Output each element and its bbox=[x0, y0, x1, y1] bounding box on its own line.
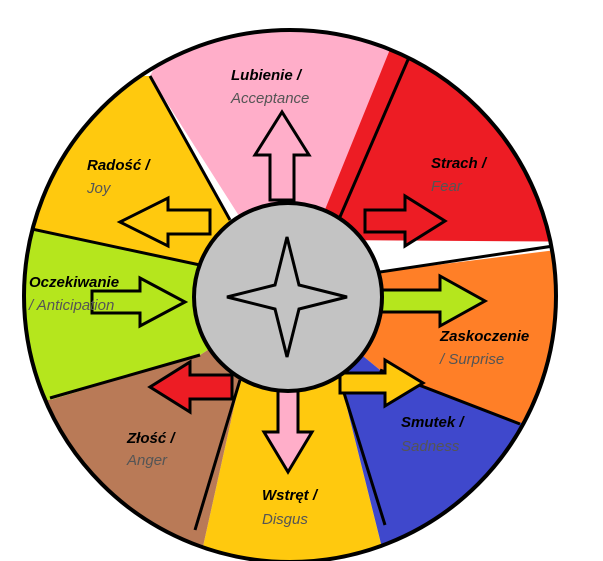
label-sadness-en: Sadness bbox=[401, 438, 460, 455]
label-anticipation-en: / Anticipation bbox=[28, 297, 114, 314]
label-sadness-pl: Smutek / bbox=[401, 414, 465, 431]
divider-line bbox=[148, 75, 232, 221]
divider-line bbox=[193, 379, 242, 531]
label-acceptance-en: Acceptance bbox=[230, 90, 309, 107]
hub-circle bbox=[192, 201, 384, 393]
arrow-up-icon bbox=[252, 109, 312, 202]
arrow-left-icon bbox=[116, 195, 212, 249]
divider-line bbox=[379, 243, 556, 274]
label-surprise-en: / Surprise bbox=[439, 351, 504, 368]
label-disgust-pl: Wstręt / bbox=[262, 487, 319, 504]
label-fear-pl: Strach / bbox=[431, 155, 488, 172]
four-point-star-icon bbox=[226, 236, 348, 358]
arrow-right-icon bbox=[363, 193, 448, 249]
label-surprise-pl: Zaskoczenie bbox=[439, 328, 529, 345]
divider-line bbox=[328, 54, 412, 241]
divider-line bbox=[49, 353, 201, 400]
label-acceptance-pl: Lubienie / bbox=[231, 67, 303, 84]
label-joy-en: Joy bbox=[86, 180, 112, 197]
divider-line bbox=[338, 379, 387, 526]
label-anger-en: Anger bbox=[126, 452, 168, 469]
label-joy-pl: Radość / bbox=[87, 157, 151, 174]
label-anticipation-pl: Oczekiwanie bbox=[29, 274, 119, 291]
label-fear-en: Fear bbox=[431, 178, 463, 195]
arrow-left-icon bbox=[147, 359, 234, 415]
label-anger-pl: Złość / bbox=[126, 430, 176, 447]
arrow-right-icon bbox=[378, 273, 489, 329]
label-disgust-en: Disgus bbox=[262, 511, 308, 528]
divider-line bbox=[26, 226, 201, 267]
wheel-outline bbox=[22, 28, 558, 561]
arrow-down-icon bbox=[261, 386, 315, 475]
arrow-right-icon bbox=[90, 275, 189, 329]
arrow-right-icon bbox=[338, 357, 426, 409]
